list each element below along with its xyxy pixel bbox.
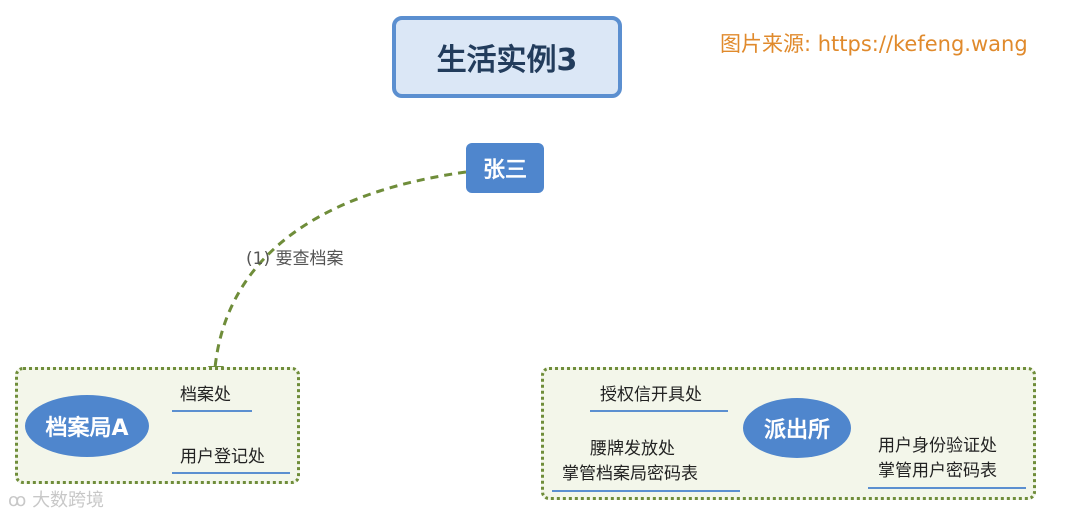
police-station-label: 派出所 (763, 418, 830, 443)
request-arrow (213, 170, 467, 369)
branch-archive-office-underline (172, 410, 252, 412)
person-node-label: 张三 (482, 158, 527, 183)
branch-archive-office: 档案处 (180, 385, 231, 405)
branch-user-registration: 用户登记处 (180, 447, 265, 467)
watermark: ꝏ 大数跨境 (8, 486, 104, 512)
watermark-text: 大数跨境 (32, 490, 105, 511)
branch-user-password-table: 掌管用户密码表 (878, 461, 997, 481)
branch-identity-underline (868, 487, 1026, 489)
branch-identity-office: 用户身份验证处 (878, 436, 997, 456)
archive-bureau-group (15, 367, 300, 484)
police-station-node: 派出所 (743, 398, 851, 458)
person-node: 张三 (466, 143, 544, 193)
branch-authorization-office: 授权信开具处 (600, 385, 702, 405)
watermark-logo-icon: ꝏ (8, 490, 33, 511)
connector-label: (1) 要查档案 (246, 249, 344, 269)
branch-badge-office: 腰牌发放处 (590, 439, 675, 459)
archive-bureau-label: 档案局A (45, 416, 129, 441)
branch-authorization-underline (590, 410, 728, 412)
branch-user-registration-underline (172, 472, 290, 474)
diagram-title-text: 生活实例3 (436, 43, 578, 78)
image-source: 图片来源: https://kefeng.wang (720, 32, 1028, 56)
branch-badge-underline (552, 490, 740, 492)
branch-archive-password-table: 掌管档案局密码表 (562, 464, 698, 484)
diagram-title: 生活实例3 (392, 16, 622, 98)
archive-bureau-node: 档案局A (25, 395, 149, 457)
